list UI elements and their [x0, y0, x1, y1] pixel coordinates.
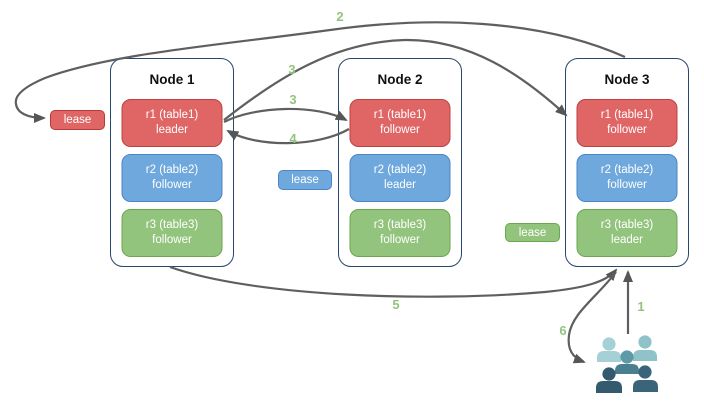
node-2-panel: Node 2 r1 (table1) follower r2 (table2) …	[338, 58, 462, 267]
arrow-6-node3-to-users	[567, 271, 617, 364]
replica-name: r2 (table2)	[145, 164, 199, 176]
replica-name: r1 (table1)	[145, 109, 199, 121]
replica-role: follower	[380, 124, 420, 136]
replica-role: follower	[607, 124, 647, 136]
replica-role: leader	[156, 124, 188, 136]
flow-label-3b: 3	[289, 92, 297, 107]
arrow-3-node1-to-node3	[223, 38, 568, 121]
node-1-replica-r2: r2 (table2) follower	[121, 154, 223, 202]
replica-name: r2 (table2)	[373, 164, 427, 176]
replica-name: r3 (table3)	[145, 219, 199, 231]
node-2-title: Node 2	[377, 72, 423, 87]
flow-label-5: 5	[392, 297, 400, 312]
replica-role: follower	[152, 179, 192, 191]
node-2-replica-r3: r3 (table3) follower	[349, 209, 451, 257]
replica-role: leader	[384, 179, 416, 191]
arrow-3-node1-to-node2	[223, 107, 348, 123]
node-3-panel: Node 3 r1 (table1) follower r2 (table2) …	[565, 58, 689, 267]
flow-label-6: 6	[559, 323, 567, 338]
flow-label-4: 4	[289, 131, 297, 146]
node-1-replica-r3: r3 (table3) follower	[121, 209, 223, 257]
replica-name: r3 (table3)	[600, 219, 654, 231]
node-3-replica-r1: r1 (table1) follower	[576, 99, 678, 147]
replica-role: follower	[152, 234, 192, 246]
lease-badge-red: lease	[50, 110, 105, 130]
replica-role: leader	[611, 234, 643, 246]
flow-label-1: 1	[637, 299, 645, 314]
replica-role: follower	[607, 179, 647, 191]
replica-name: r2 (table2)	[600, 164, 654, 176]
node-3-replica-r2: r2 (table2) follower	[576, 154, 678, 202]
users-group-icon	[596, 335, 658, 393]
flow-label-3a: 3	[288, 62, 296, 77]
node-1-title: Node 1	[149, 72, 195, 87]
node-3-replica-r3: r3 (table3) leader	[576, 209, 678, 257]
node-1-panel: Node 1 r1 (table1) leader r2 (table2) fo…	[110, 58, 234, 267]
node-1-replica-r1: r1 (table1) leader	[121, 99, 223, 147]
replica-name: r1 (table1)	[600, 109, 654, 121]
arrow-4-node2-to-node1	[226, 128, 350, 145]
lease-badge-green: lease	[505, 223, 560, 242]
node-3-title: Node 3	[604, 72, 650, 87]
flow-label-2: 2	[336, 9, 344, 24]
node-2-replica-r1: r1 (table1) follower	[349, 99, 451, 147]
arrow-5-node1-to-node3	[169, 265, 618, 298]
lease-badge-blue: lease	[278, 170, 332, 190]
replica-name: r1 (table1)	[373, 109, 427, 121]
replica-name: r3 (table3)	[373, 219, 427, 231]
arrow-2-node3-to-red-lease	[14, 21, 626, 124]
node-2-replica-r2: r2 (table2) leader	[349, 154, 451, 202]
replica-role: follower	[380, 234, 420, 246]
